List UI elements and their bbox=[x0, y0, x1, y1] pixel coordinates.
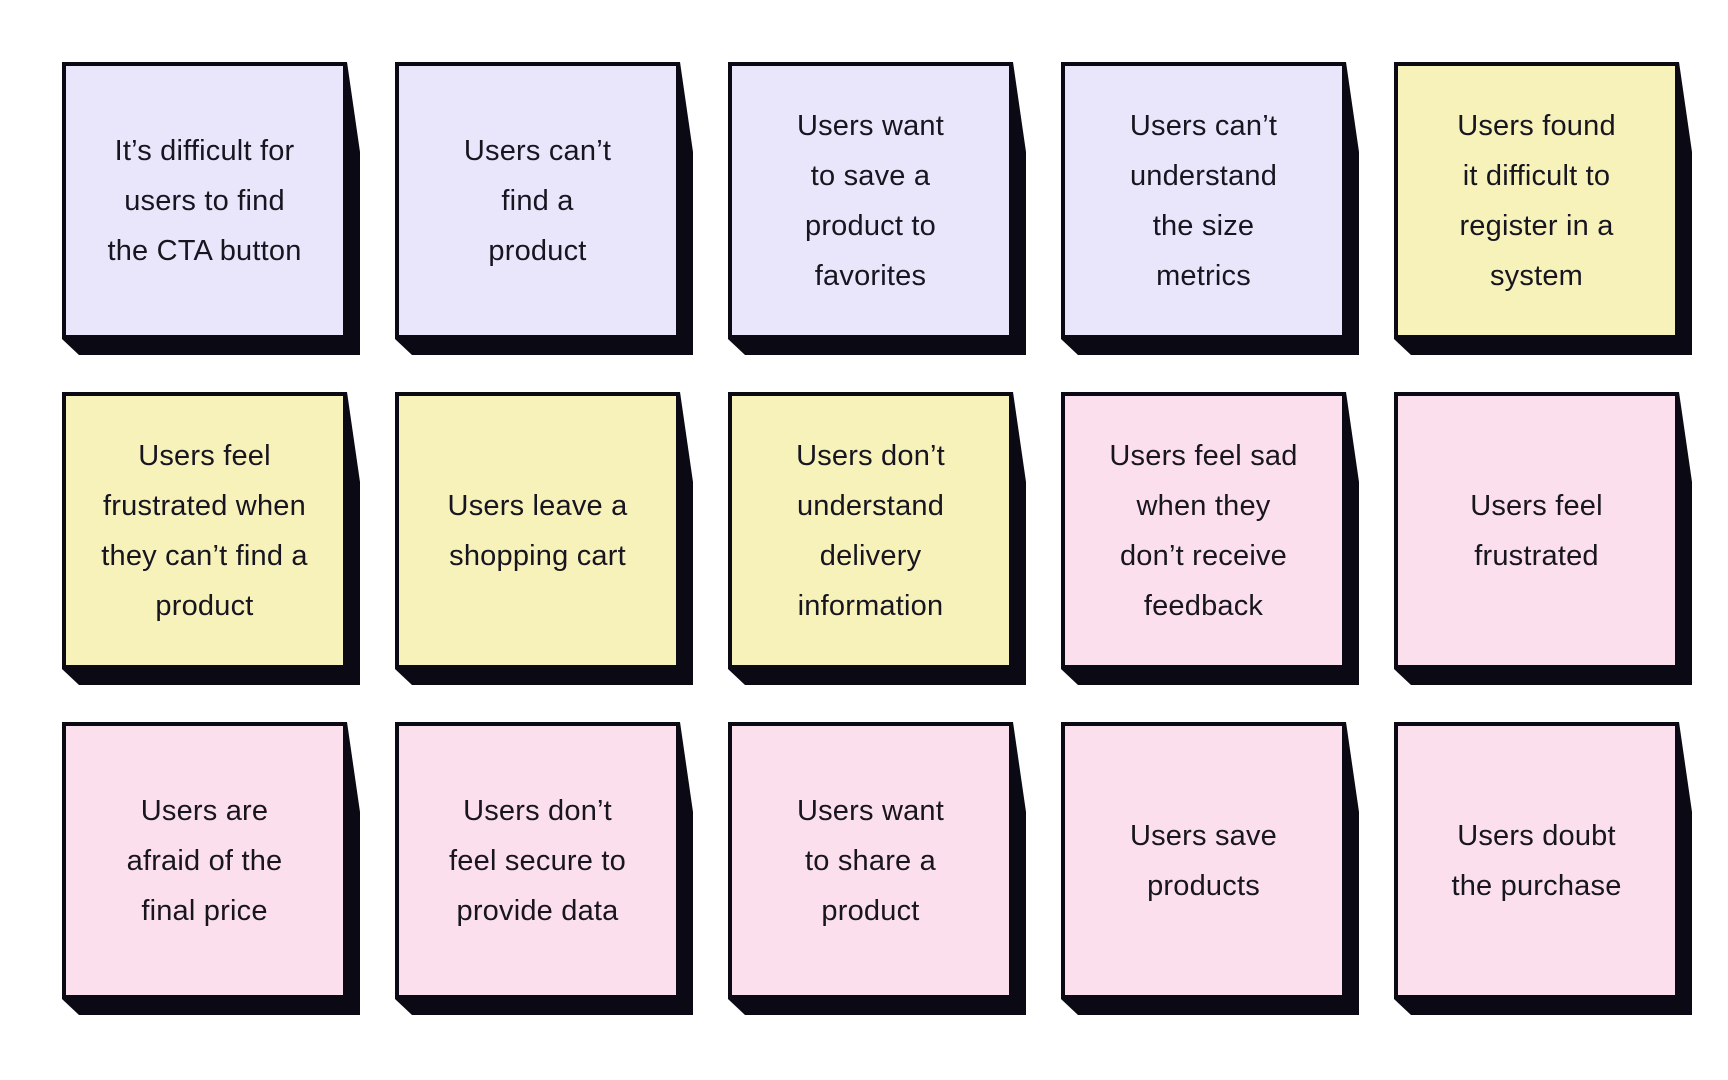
sticky-note-yellow-8[interactable]: Users don’t understand delivery informat… bbox=[728, 392, 1013, 669]
sticky-note-pink-12[interactable]: Users don’t feel secure to provide data bbox=[395, 722, 680, 999]
note-text: Users save products bbox=[1129, 819, 1278, 902]
note-text: Users want to save a product to favorite… bbox=[796, 109, 945, 292]
note-text: Users found it difficult to register in … bbox=[1457, 109, 1616, 292]
sticky-note-pink-14[interactable]: Users save products bbox=[1061, 722, 1346, 999]
note-face: Users can’t understand the size metrics bbox=[1061, 62, 1346, 339]
sticky-note-pink-10[interactable]: Users feel frustrated bbox=[1394, 392, 1679, 669]
note-text: Users are afraid of the final price bbox=[126, 794, 283, 927]
note-face: Users doubt the purchase bbox=[1394, 722, 1679, 999]
note-face: Users don’t feel secure to provide data bbox=[395, 722, 680, 999]
sticky-note-pink-15[interactable]: Users doubt the purchase bbox=[1394, 722, 1679, 999]
note-text: Users feel frustrated bbox=[1470, 489, 1603, 572]
note-text: Users feel frustrated when they can’t fi… bbox=[101, 439, 308, 622]
note-face: Users feel sad when they don’t receive f… bbox=[1061, 392, 1346, 669]
note-text: Users don’t understand delivery informat… bbox=[796, 439, 945, 622]
note-text: Users feel sad when they don’t receive f… bbox=[1109, 439, 1298, 622]
sticky-note-pink-9[interactable]: Users feel sad when they don’t receive f… bbox=[1061, 392, 1346, 669]
note-face: Users want to share a product bbox=[728, 722, 1013, 999]
note-text: Users can’t find a product bbox=[463, 134, 612, 267]
note-face: Users save products bbox=[1061, 722, 1346, 999]
sticky-note-yellow-5[interactable]: Users found it difficult to register in … bbox=[1394, 62, 1679, 339]
note-text: Users don’t feel secure to provide data bbox=[449, 794, 626, 927]
sticky-note-lavender-4[interactable]: Users can’t understand the size metrics bbox=[1061, 62, 1346, 339]
sticky-note-yellow-7[interactable]: Users leave a shopping cart bbox=[395, 392, 680, 669]
note-text: Users leave a shopping cart bbox=[447, 489, 628, 572]
note-face: Users don’t understand delivery informat… bbox=[728, 392, 1013, 669]
note-text: Users can’t understand the size metrics bbox=[1129, 109, 1278, 292]
sticky-note-pink-13[interactable]: Users want to share a product bbox=[728, 722, 1013, 999]
note-face: Users feel frustrated when they can’t fi… bbox=[62, 392, 347, 669]
note-face: Users are afraid of the final price bbox=[62, 722, 347, 999]
note-text: Users doubt the purchase bbox=[1451, 819, 1622, 902]
note-face: Users found it difficult to register in … bbox=[1394, 62, 1679, 339]
sticky-note-yellow-6[interactable]: Users feel frustrated when they can’t fi… bbox=[62, 392, 347, 669]
sticky-note-lavender-1[interactable]: It’s difficult for users to find the CTA… bbox=[62, 62, 347, 339]
sticky-note-lavender-3[interactable]: Users want to save a product to favorite… bbox=[728, 62, 1013, 339]
note-text: Users want to share a product bbox=[796, 794, 945, 927]
note-text: It’s difficult for users to find the CTA… bbox=[107, 134, 302, 267]
note-face: Users feel frustrated bbox=[1394, 392, 1679, 669]
note-face: Users want to save a product to favorite… bbox=[728, 62, 1013, 339]
note-face: Users can’t find a product bbox=[395, 62, 680, 339]
note-face: Users leave a shopping cart bbox=[395, 392, 680, 669]
note-face: It’s difficult for users to find the CTA… bbox=[62, 62, 347, 339]
sticky-note-pink-11[interactable]: Users are afraid of the final price bbox=[62, 722, 347, 999]
sticky-note-lavender-2[interactable]: Users can’t find a product bbox=[395, 62, 680, 339]
